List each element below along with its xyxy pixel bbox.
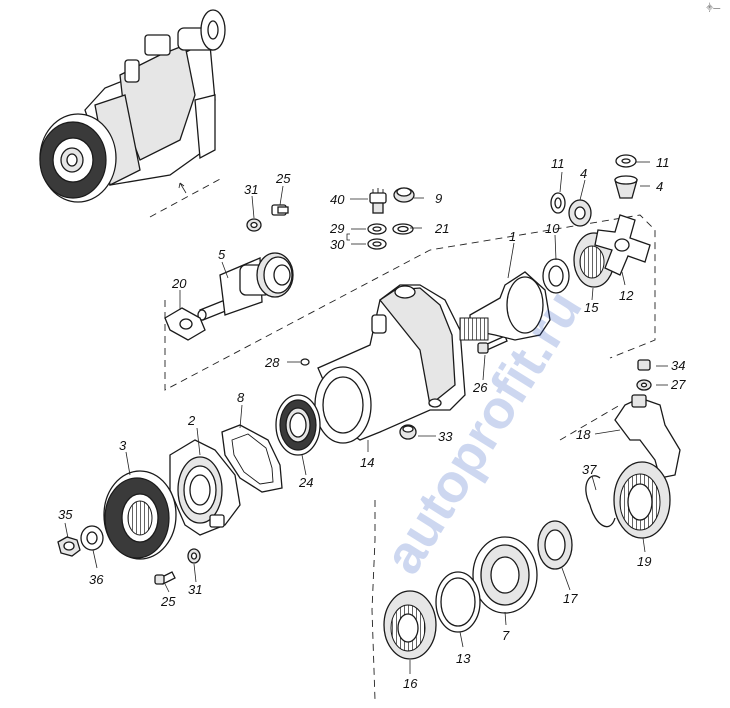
callout-29: 29 — [329, 221, 344, 236]
part-13-ring — [435, 571, 481, 633]
part-24-bearing — [275, 394, 321, 456]
callout-9: 9 — [435, 191, 442, 206]
callout-14: 14 — [360, 455, 374, 470]
part-11-washer-right — [615, 154, 637, 168]
part-2-cover — [169, 439, 241, 536]
callout-33: 33 — [438, 429, 453, 444]
part-36-washer — [80, 525, 104, 551]
callout-35: 35 — [58, 507, 73, 522]
corner-mark: ⸎— — [706, 2, 720, 13]
part-35-nut — [57, 536, 81, 557]
callout-2: 2 — [187, 413, 196, 428]
assembled-unit-view — [39, 9, 226, 203]
callout-21: 21 — [434, 221, 449, 236]
part-25-bolt-bottom — [154, 571, 176, 585]
callout-18: 18 — [576, 427, 591, 442]
part-31-washer-top — [246, 218, 262, 232]
callout-25-bottom: 25 — [160, 594, 176, 609]
callout-11-left: 11 — [551, 156, 565, 171]
part-8-gasket — [221, 424, 283, 493]
callout-13: 13 — [456, 651, 471, 666]
part-28-pin — [300, 358, 310, 366]
callout-15: 15 — [584, 300, 599, 315]
part-11-washer-left — [550, 192, 566, 214]
callout-4-left: 4 — [580, 166, 587, 181]
part-31-washer-bottom — [187, 548, 201, 564]
part-33-plug — [399, 424, 417, 440]
callout-37: 37 — [582, 462, 597, 477]
callout-31-top: 31 — [244, 182, 258, 197]
part-27-washer — [636, 379, 652, 391]
callout-17: 17 — [563, 591, 578, 606]
callout-27: 27 — [670, 377, 686, 392]
callout-7: 7 — [502, 628, 510, 643]
part-14-housing — [314, 284, 466, 444]
part-20-gasket — [164, 307, 206, 341]
leader-lines — [64, 161, 668, 674]
assembly-axis-lines — [149, 177, 656, 701]
callout-8: 8 — [237, 390, 245, 405]
callout-16: 16 — [403, 676, 418, 691]
part-19-clutch-gear — [613, 461, 671, 539]
callout-26: 26 — [472, 380, 488, 395]
part-21-washer — [392, 223, 414, 235]
callout-4-right: 4 — [656, 179, 663, 194]
part-16-gear — [383, 590, 437, 660]
callout-10: 10 — [545, 221, 560, 236]
callout-30: 30 — [330, 237, 345, 252]
part-37-snap-ring — [585, 475, 616, 528]
part-29-washer — [367, 223, 387, 235]
callout-36: 36 — [89, 572, 104, 587]
callout-labels: 1 2 3 4 4 5 7 8 9 10 11 11 12 13 14 15 1… — [58, 155, 686, 691]
part-1-differential-case — [459, 271, 551, 341]
callout-3: 3 — [119, 438, 127, 453]
part-40-sensor — [369, 188, 387, 214]
callout-12: 12 — [619, 288, 634, 303]
callout-25-top: 25 — [275, 171, 291, 186]
part-17-gear-ring — [537, 520, 573, 570]
part-4-pinion-left — [568, 199, 592, 227]
part-9-plug — [393, 187, 415, 203]
part-5-shaft — [197, 252, 294, 321]
part-12-cross — [594, 214, 651, 276]
callout-5: 5 — [218, 247, 226, 262]
part-7-hub — [472, 536, 538, 614]
part-4-pinion-right — [614, 175, 638, 199]
callout-11-right: 11 — [656, 155, 670, 170]
callout-19: 19 — [637, 554, 651, 569]
part-26-bolt — [477, 335, 508, 354]
callout-31-bottom: 31 — [188, 582, 202, 597]
callout-20: 20 — [171, 276, 187, 291]
callout-1: 1 — [509, 229, 516, 244]
callout-34: 34 — [671, 358, 685, 373]
part-3-flange — [103, 470, 177, 560]
part-30-washer — [367, 238, 387, 250]
callout-24: 24 — [298, 475, 313, 490]
part-18-shift-fork — [614, 394, 681, 479]
callout-28: 28 — [264, 355, 280, 370]
part-34-bolt — [637, 359, 651, 371]
callout-40: 40 — [330, 192, 345, 207]
part-25-bolt-top — [271, 204, 289, 216]
